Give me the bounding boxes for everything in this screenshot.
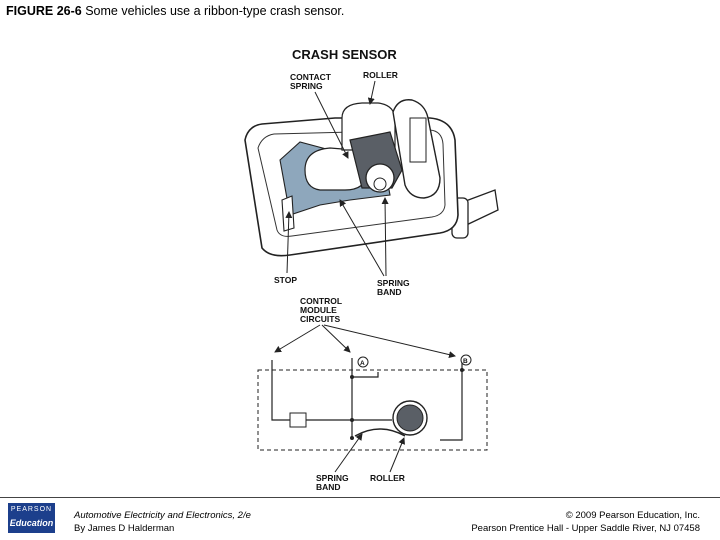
- copyright: © 2009 Pearson Education, Inc.: [565, 510, 700, 521]
- roller-axle: [373, 177, 387, 191]
- schematic-roller: [396, 404, 424, 432]
- label-module: MODULE: [300, 305, 337, 315]
- leader-spring-band-bottom: [334, 433, 363, 473]
- leader-roller-top: [367, 80, 376, 105]
- logo-line1: PEARSON: [10, 506, 53, 513]
- label-roller-top: ROLLER: [363, 70, 398, 80]
- footer-book-info: Automotive Electricity and Electronics, …: [74, 509, 251, 535]
- label-roller-bottom: ROLLER: [370, 473, 405, 483]
- label-spring-band-bottom-2: BAND: [316, 482, 341, 492]
- crash-sensor-diagram: CRASH SENSOR CONTACT SPRING ROLLER STOP …: [244, 47, 499, 492]
- wire-left: [271, 360, 290, 421]
- figure-caption: FIGURE 26-6 Some vehicles use a ribbon-t…: [6, 4, 344, 18]
- leader-spring-band-2: [381, 197, 389, 277]
- leader-stop: [285, 211, 293, 274]
- diagram-title: CRASH SENSOR: [292, 47, 397, 62]
- label-contact: CONTACT: [290, 72, 332, 82]
- terminal-a-label: A: [360, 360, 365, 367]
- caption-text: Some vehicles use a ribbon-type crash se…: [85, 4, 345, 18]
- leader-circuit-1: [274, 324, 321, 353]
- leader-circuit-2: [321, 324, 351, 353]
- label-spring: SPRING: [290, 81, 323, 91]
- label-control: CONTROL: [300, 296, 342, 306]
- terminal-b: [460, 354, 472, 366]
- stop-tab: [281, 195, 295, 232]
- wire-b: [440, 358, 463, 441]
- label-spring-band-top-2: BAND: [377, 287, 402, 297]
- terminal-a: [357, 356, 369, 368]
- junction-dots: [350, 368, 464, 440]
- publisher: Pearson Prentice Hall - Upper Saddle Riv…: [471, 523, 700, 534]
- schematic-housing: [257, 369, 488, 451]
- label-spring-band-bottom-1: SPRING: [316, 473, 349, 483]
- label-stop: STOP: [274, 275, 297, 285]
- leader-circuit-3: [323, 324, 456, 359]
- author: By James D Halderman: [74, 523, 175, 534]
- terminal-b-label: B: [463, 358, 468, 365]
- footer-publisher-info: © 2009 Pearson Education, Inc. Pearson P…: [471, 509, 700, 535]
- sensor-schematic: [257, 358, 488, 451]
- resistor: [289, 412, 307, 428]
- figure-number: FIGURE 26-6: [6, 4, 82, 18]
- leader-contact-spring: [314, 91, 349, 159]
- label-circuits: CIRCUITS: [300, 314, 340, 324]
- wire-a-tap: [352, 372, 379, 378]
- sensor-illustration: [244, 99, 499, 257]
- leader-spring-band-1: [339, 199, 385, 277]
- leader-roller-bottom: [389, 437, 405, 473]
- clip-slot: [409, 117, 427, 163]
- footer-divider: [0, 497, 720, 498]
- label-spring-band-top-1: SPRING: [377, 278, 410, 288]
- book-title: Automotive Electricity and Electronics, …: [74, 510, 251, 521]
- logo-line2: Education: [9, 518, 54, 528]
- pearson-logo: PEARSON Education: [8, 503, 55, 533]
